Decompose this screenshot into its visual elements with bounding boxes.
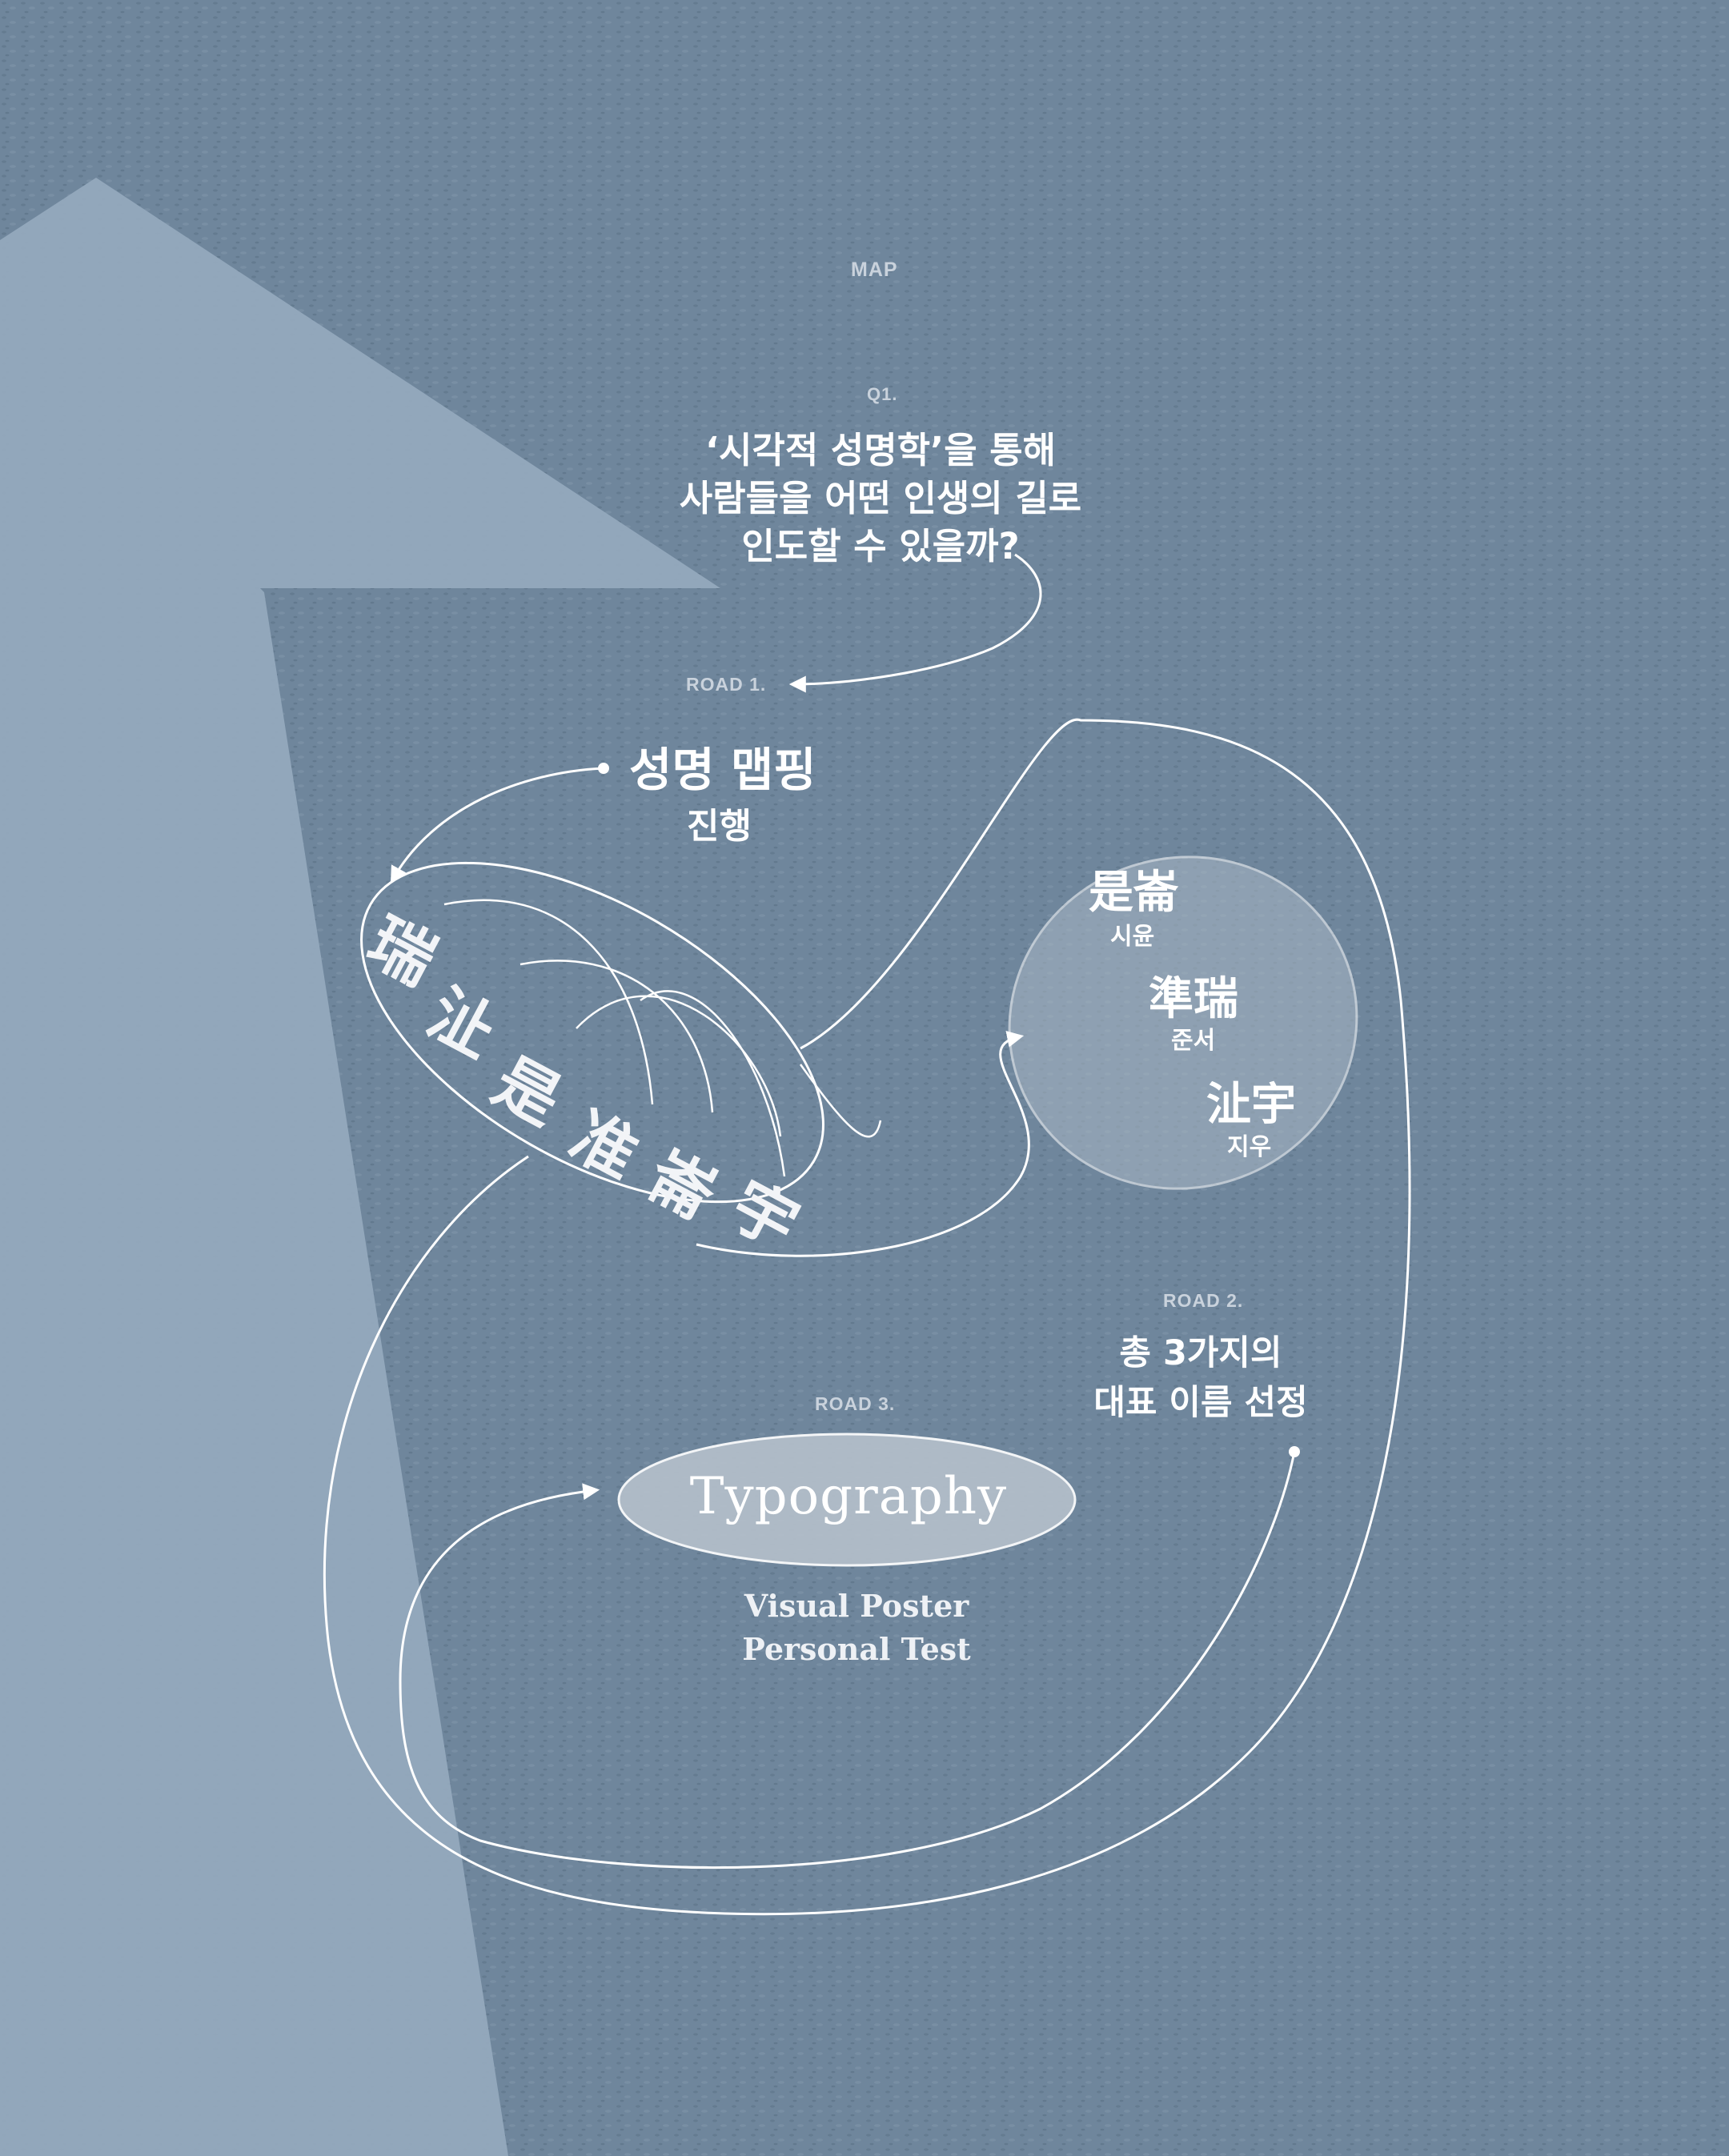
names-ellipse [1008,856,1358,1190]
road2-text: 총 3가지의 대표 이름 선정 [1093,1333,1308,1423]
name-hanja-1: 是崙 [1089,867,1178,919]
road1-label: ROAD 1. [686,674,767,695]
typography-subtitle: Visual Poster Personal Test [742,1588,971,1667]
road2-label: ROAD 2. [1163,1290,1244,1311]
hanja-ellipse [360,861,824,1204]
road3-label: ROAD 3. [815,1393,896,1414]
link-arc [443,899,654,1105]
road1-subtitle: 진행 [687,806,752,847]
link-arc [799,1064,882,1138]
q1-label: Q1. [867,384,898,404]
road2-to-typography-arrow [399,1451,1296,1869]
q1-question: ‘시각적 성명학’을 통해 사람들을 어떤 인생의 길로 인도할 수 있을까? [679,429,1082,567]
link-arc [520,960,714,1113]
name-hangul-1: 시윤 [1110,923,1155,951]
mapping-arrow [390,767,604,884]
road2-dot [1289,1446,1300,1457]
name-hangul-3: 지우 [1227,1133,1272,1161]
name-hangul-2: 준서 [1171,1027,1216,1055]
map-label: MAP [851,258,898,281]
name-hanja-3: 沚宇 [1206,1079,1296,1131]
mapping-dot [598,763,609,774]
typography-title: Typography [689,1467,1008,1526]
big-outer-loop [323,718,1411,1916]
link-arc [576,995,782,1137]
name-hanja-2: 準瑞 [1149,973,1238,1025]
road1-title: 성명 맵핑 [629,743,816,797]
q1-to-road1-arrow [788,553,1042,693]
road1-to-names-arrow [696,1031,1030,1257]
link-arc [640,990,786,1177]
typography-ellipse [617,1433,1077,1567]
pale-arrow-shape [0,178,720,2156]
